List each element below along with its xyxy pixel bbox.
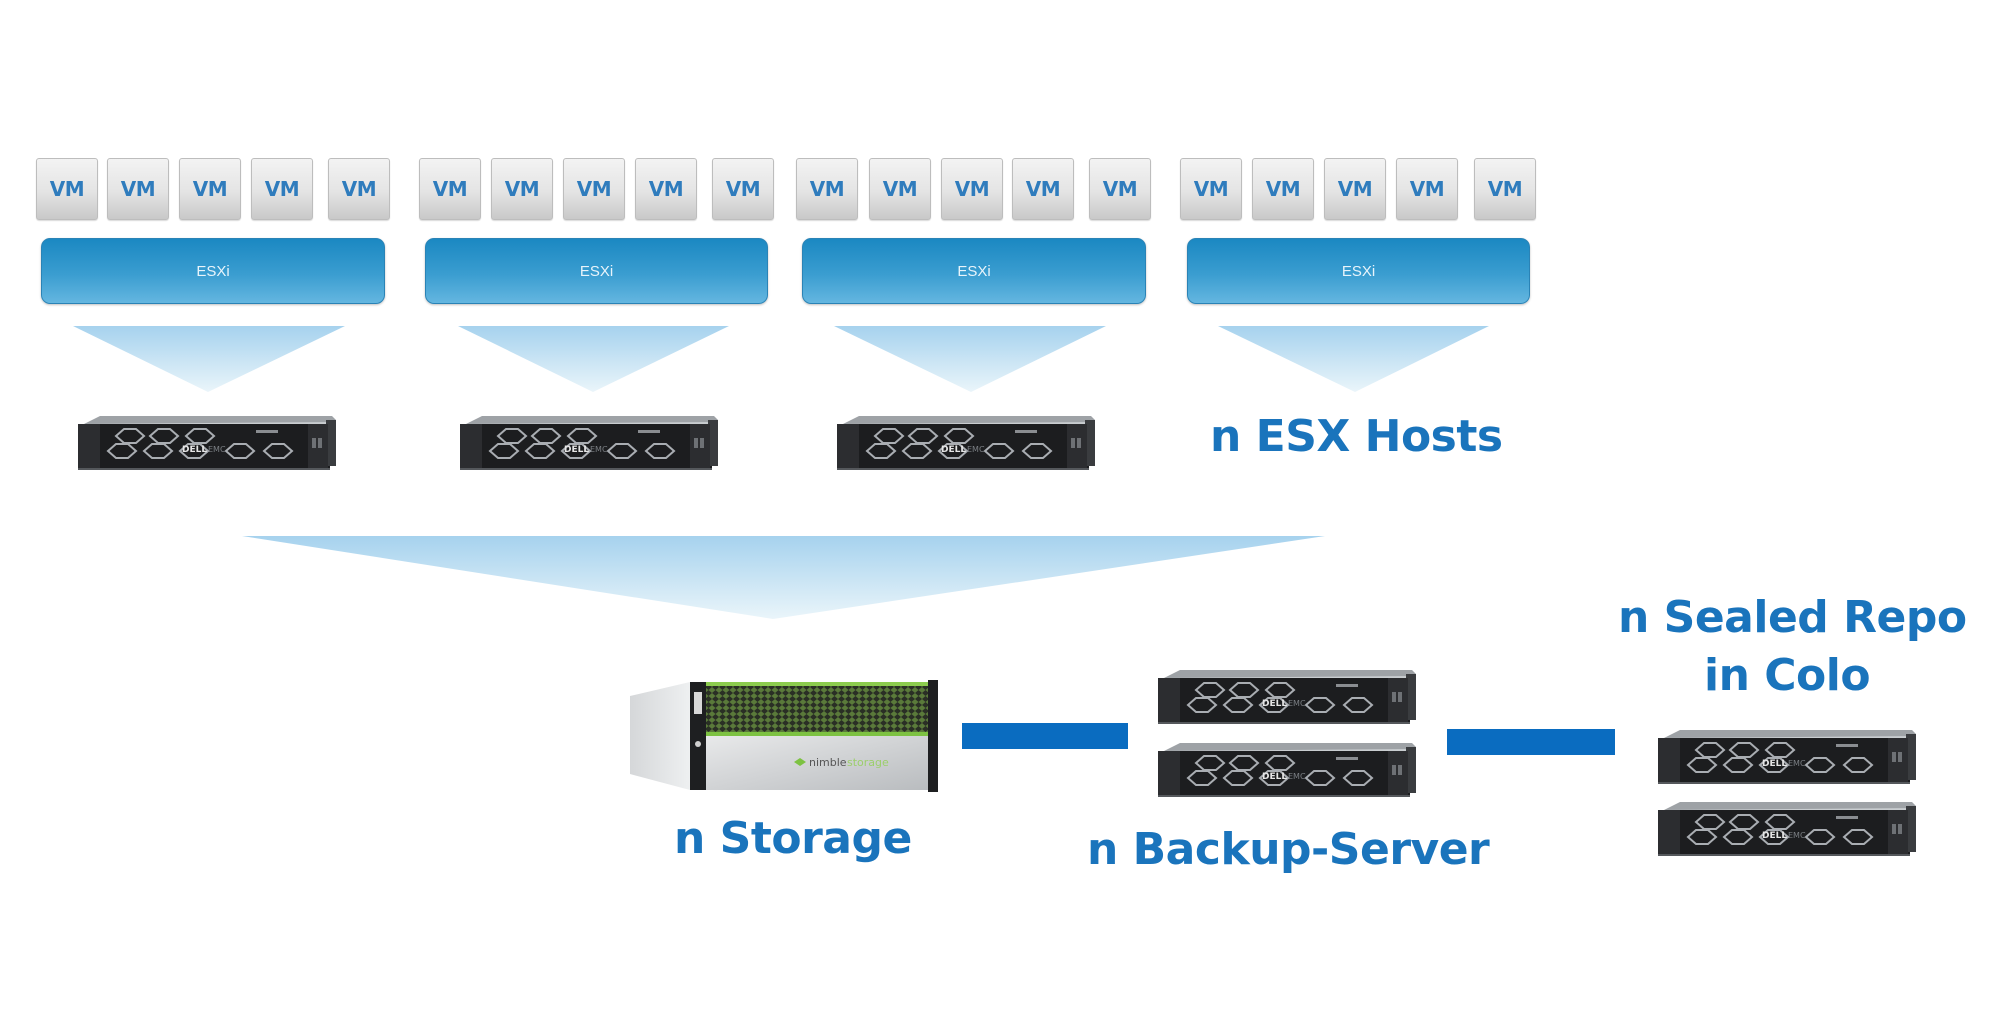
funnel-hosts-to-storage xyxy=(242,536,1325,619)
vm-tile: VM xyxy=(563,158,625,220)
vm-label: VM xyxy=(725,177,761,201)
dell-server-icon xyxy=(1158,666,1416,726)
storage-brand-text: storage xyxy=(847,756,889,769)
sealed-repo-label-line1: n Sealed Repo xyxy=(1618,592,1967,643)
esx-hosts-label: n ESX Hosts xyxy=(1210,411,1503,462)
funnel-host-3 xyxy=(834,326,1106,392)
esxi-hypervisor-bar: ESXi xyxy=(802,238,1146,304)
nimble-brand-text: nimble xyxy=(809,756,847,769)
nimble-storage-icon: nimble storage xyxy=(630,680,938,792)
connector-backup-repo xyxy=(1447,729,1615,755)
esxi-label: ESXi xyxy=(957,262,991,280)
vm-label: VM xyxy=(1025,177,1061,201)
vm-label: VM xyxy=(1265,177,1301,201)
vm-tile: VM xyxy=(179,158,241,220)
vm-tile: VM xyxy=(251,158,313,220)
vm-tile: VM xyxy=(1474,158,1536,220)
dell-server-icon xyxy=(460,414,718,470)
esxi-hypervisor-bar: ESXi xyxy=(41,238,385,304)
dell-server-icon xyxy=(1658,728,1916,784)
vm-label: VM xyxy=(49,177,85,201)
vm-tile: VM xyxy=(869,158,931,220)
vm-tile: VM xyxy=(1012,158,1074,220)
dell-server-icon xyxy=(1158,739,1416,799)
vm-tile: VM xyxy=(107,158,169,220)
vm-tile: VM xyxy=(328,158,390,220)
sealed-repo-label-line2: in Colo xyxy=(1704,650,1871,701)
vm-tile: VM xyxy=(796,158,858,220)
esxi-hypervisor-bar: ESXi xyxy=(1187,238,1530,304)
vm-label: VM xyxy=(1193,177,1229,201)
dell-server-icon xyxy=(78,414,336,470)
vm-tile: VM xyxy=(1396,158,1458,220)
funnel-host-1 xyxy=(73,326,345,392)
esxi-label: ESXi xyxy=(579,262,614,280)
connector-storage-backup xyxy=(962,723,1128,749)
storage-label: n Storage xyxy=(674,813,912,864)
vm-label: VM xyxy=(120,177,156,201)
vm-label: VM xyxy=(882,177,918,201)
dell-server-icon xyxy=(1658,800,1916,856)
vm-label: VM xyxy=(1487,177,1523,201)
vm-tile: VM xyxy=(1324,158,1386,220)
vm-label: VM xyxy=(264,177,300,201)
dell-server-icon xyxy=(837,414,1095,470)
esxi-hypervisor-bar: ESXi xyxy=(425,238,768,304)
vm-tile: VM xyxy=(419,158,481,220)
esxi-label: ESXi xyxy=(1341,262,1376,280)
vm-tile: VM xyxy=(1252,158,1314,220)
funnel-host-4 xyxy=(1218,326,1489,392)
vm-tile: VM xyxy=(941,158,1003,220)
vm-tile: VM xyxy=(491,158,553,220)
vm-tile: VM xyxy=(1180,158,1242,220)
vm-tile: VM xyxy=(36,158,98,220)
funnel-host-2 xyxy=(458,326,729,392)
vm-tile: VM xyxy=(712,158,774,220)
vm-label: VM xyxy=(576,177,612,201)
vm-tile: VM xyxy=(635,158,697,220)
vm-label: VM xyxy=(192,177,228,201)
vm-label: VM xyxy=(504,177,540,201)
vm-label: VM xyxy=(954,177,990,201)
vm-tile: VM xyxy=(1089,158,1151,220)
vm-label: VM xyxy=(648,177,684,201)
vm-label: VM xyxy=(341,177,377,201)
vm-label: VM xyxy=(1337,177,1373,201)
vm-label: VM xyxy=(432,177,468,201)
backup-server-label: n Backup-Server xyxy=(1087,824,1490,875)
vm-label: VM xyxy=(809,177,845,201)
esxi-label: ESXi xyxy=(196,262,230,280)
vm-label: VM xyxy=(1409,177,1445,201)
vm-label: VM xyxy=(1102,177,1138,201)
